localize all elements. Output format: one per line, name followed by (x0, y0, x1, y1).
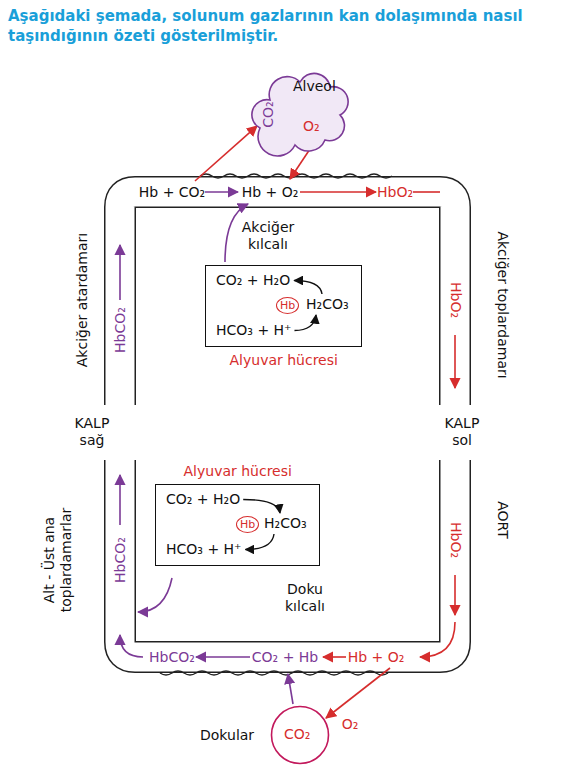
flow-arrows (120, 126, 455, 718)
vessel-label: HbCO₂ (112, 537, 129, 583)
equation-text: HCO₃ + H⁺ (166, 541, 241, 558)
equation-text: O₂ (303, 118, 320, 135)
vessel-label: Doku kılcalı (265, 581, 345, 615)
vessel-label: HbCO₂ (112, 307, 129, 353)
vessel-label: HbO₂ (447, 522, 464, 558)
equation-text: CO₂ + H₂O (216, 272, 290, 289)
cell-heading: Alyuvar hücresi (230, 352, 338, 369)
vessel-label: O₂ (342, 716, 359, 733)
cell-box: Alyuvar hücresiCO₂ + H₂OHbH₂CO₃HCO₃ + H⁺ (155, 484, 320, 566)
vessel-label: AORT (494, 501, 511, 539)
cell-heading: Alyuvar hücresi (184, 463, 292, 480)
cell-box: CO₂ + H₂OHbH₂CO₃HCO₃ + H⁺Alyuvar hücresi (205, 265, 362, 347)
hemoglobin-mark: Hb (276, 297, 299, 314)
vessel-label: Akciğer toplardamarı (494, 231, 511, 378)
vessel-label: Akciğer kılcalı (228, 219, 308, 253)
equation-text: Dokular (200, 727, 254, 744)
equation-text: HCO₃ + H⁺ (216, 322, 291, 339)
vessel-label: Akciğer atardamarı (74, 233, 91, 367)
vessel-label: Alt - Üst ana toplardamarlar (41, 485, 75, 635)
vessel-label: Hb + CO₂ (139, 184, 205, 201)
alveolus-cloud: AlveolCO₂ O₂ (245, 68, 355, 158)
blood-vessel (120, 192, 455, 657)
vessel-label: Hb + O₂ (242, 184, 299, 201)
hemoglobin-mark: Hb (236, 516, 259, 533)
vessel-label: HbO₂ (447, 282, 464, 318)
equation-text: CO₂ + H₂O (166, 491, 240, 508)
title: Aşağıdaki şemada, solunum gazlarının kan… (8, 6, 556, 46)
vessel-label: KALP sağ (68, 415, 116, 449)
equation-text: CO₂ (284, 726, 310, 743)
vessel-label: HbO₂ (377, 184, 413, 201)
vessel-label: KALP sol (442, 415, 482, 449)
equation-text: H₂CO₃ (306, 296, 349, 313)
equation-text: CO₂ (260, 101, 277, 127)
tissue-circle: DokularCO₂ (270, 705, 330, 765)
capillary-wall (160, 174, 392, 675)
equation-text: Alveol (293, 78, 336, 95)
vessel-label: HbCO₂ (149, 649, 195, 666)
vessel-label: Hb + O₂ (348, 649, 405, 666)
vessel-label: CO₂ + Hb (252, 649, 318, 666)
equation-text: H₂CO₃ (264, 515, 307, 532)
